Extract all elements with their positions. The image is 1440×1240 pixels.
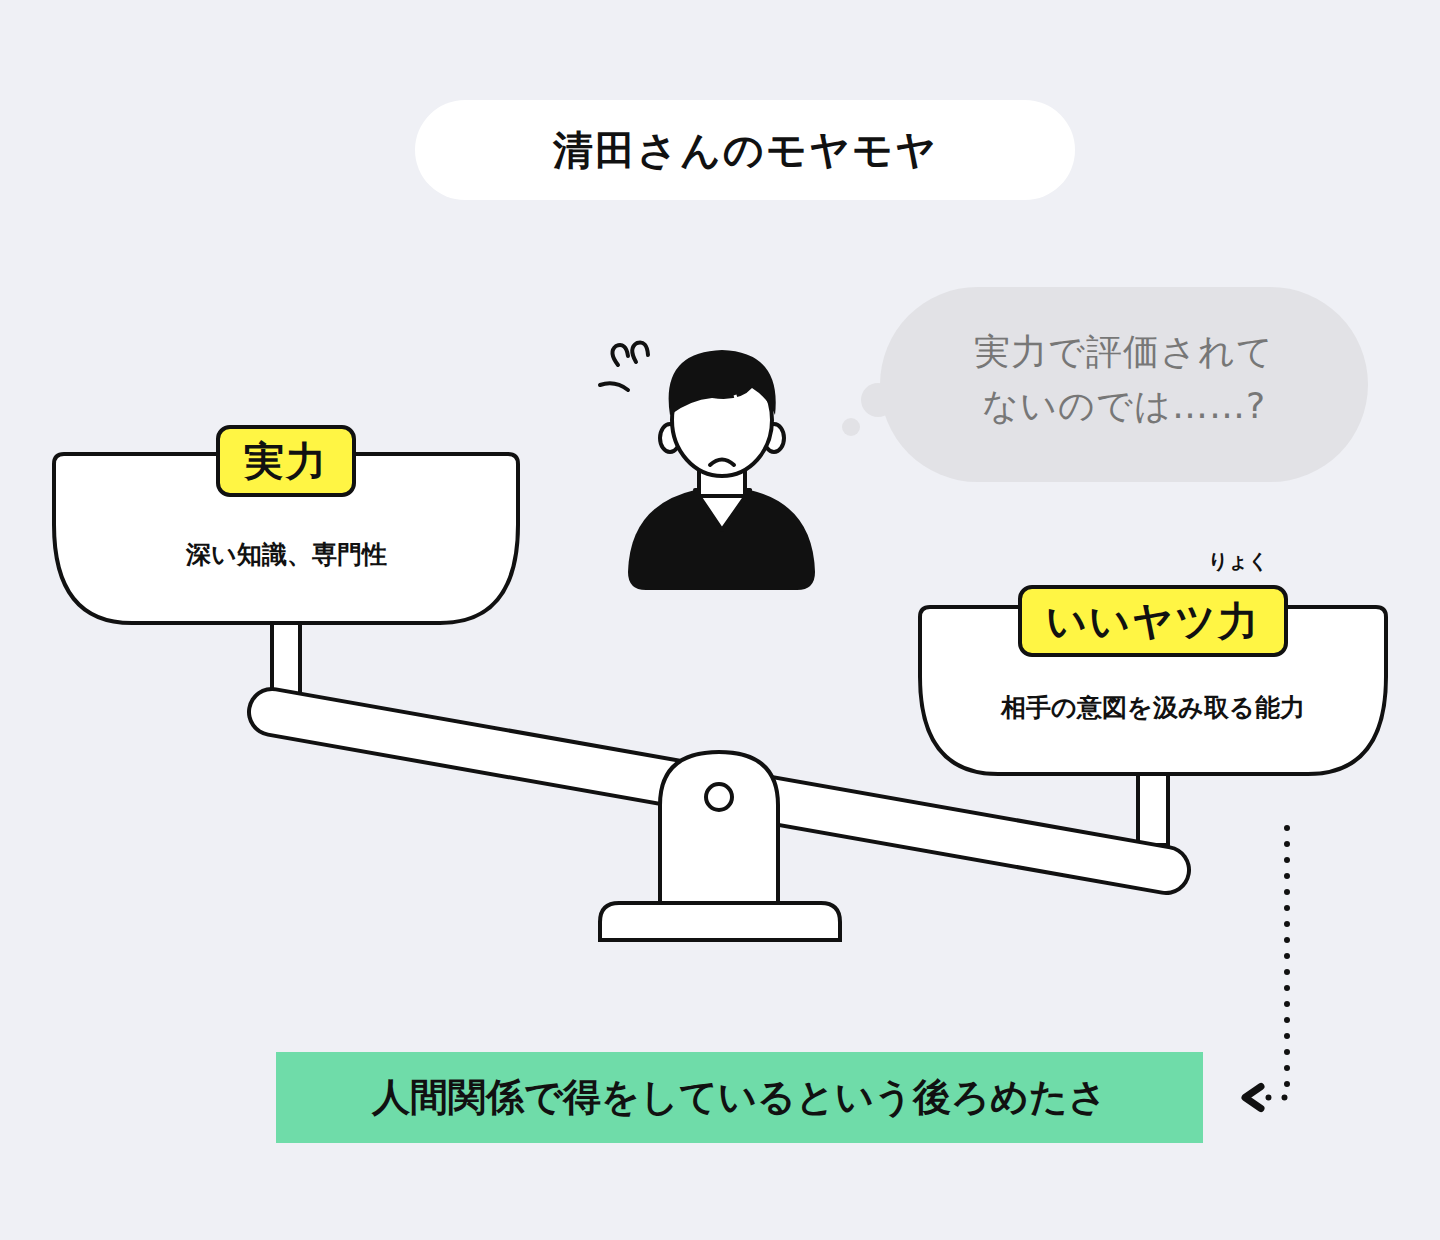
pivot xyxy=(706,784,732,810)
fulcrum xyxy=(660,752,778,905)
pan-text: 深い知識、専門性 xyxy=(52,540,520,570)
base xyxy=(600,903,840,940)
dotted-arrow xyxy=(1245,828,1287,1109)
thought-text: 実力で評価されて ないのでは……? xyxy=(959,325,1289,433)
heading-tag: 実力 xyxy=(216,425,356,497)
conclusion-band: 人間関係で得をしているという後ろめたさ xyxy=(276,1052,1203,1143)
scale-pan: 実力深い知識、専門性 xyxy=(52,452,520,625)
title: 清田さんのモヤモヤ xyxy=(553,123,938,178)
pan-text: 相手の意図を汲み取る能力 xyxy=(918,693,1388,723)
title-pill: 清田さんのモヤモヤ xyxy=(415,100,1075,200)
thought-dot xyxy=(842,418,860,436)
arrow-head xyxy=(1245,1087,1261,1109)
person xyxy=(600,343,815,591)
scale-pan: いいヤツ力相手の意図を汲み取る能力 xyxy=(918,605,1388,776)
band-text: 人間関係で得をしているという後ろめたさ xyxy=(276,1075,1203,1121)
heading-tag: いいヤツ力 xyxy=(1018,585,1288,657)
dotted-line xyxy=(1253,828,1287,1098)
thought-bubble: 実力で評価されて ないのでは……? xyxy=(880,287,1368,482)
ruby-reading: りょく xyxy=(1208,551,1268,571)
right-post xyxy=(1138,770,1168,845)
